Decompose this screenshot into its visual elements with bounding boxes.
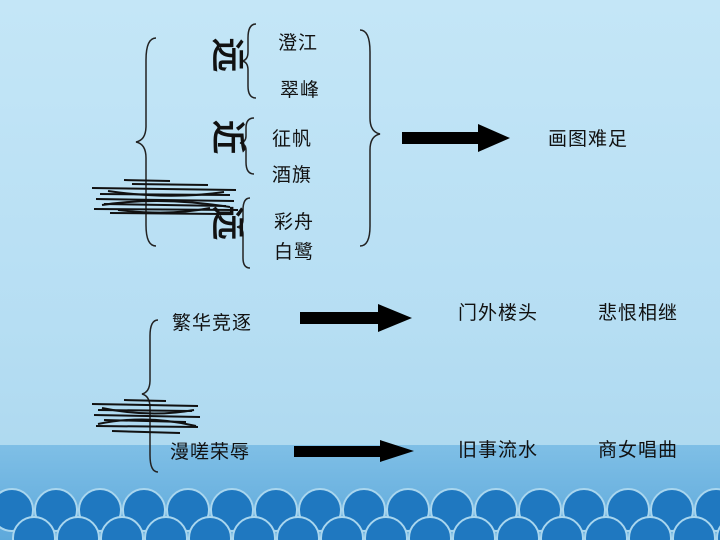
glyph-far-2: 远 bbox=[207, 206, 247, 240]
row-1-result-b: 悲恨相继 bbox=[598, 302, 679, 324]
row-2-result-b: 商女唱曲 bbox=[598, 439, 679, 461]
wave-scallop bbox=[100, 516, 144, 540]
wave-scallop bbox=[716, 525, 720, 540]
wave-scallop bbox=[628, 516, 672, 540]
pair-1-a: 澄江 bbox=[278, 32, 319, 54]
row-1-result-a: 门外楼头 bbox=[458, 302, 539, 324]
wave-scallop bbox=[232, 516, 276, 540]
brace-3 bbox=[236, 197, 251, 269]
pair-2-a: 征帆 bbox=[272, 128, 313, 150]
brace-2 bbox=[239, 117, 255, 175]
brace-1 bbox=[241, 23, 257, 99]
result-top: 画图难足 bbox=[548, 128, 629, 150]
wave-scallop bbox=[408, 516, 452, 540]
row-2-result-a: 旧事流水 bbox=[458, 439, 539, 461]
wave-scallop bbox=[56, 516, 100, 540]
arrow-bottom-1 bbox=[300, 304, 412, 332]
wave-scallop bbox=[188, 516, 232, 540]
glyph-far-1: 远 bbox=[207, 38, 247, 72]
outer-brace-left bbox=[135, 37, 157, 247]
wave-scallop bbox=[144, 516, 188, 540]
arrow-bottom-2 bbox=[294, 440, 414, 462]
wave-scallop bbox=[12, 516, 56, 540]
glyph-near: 近 bbox=[207, 120, 247, 154]
wave-scallop bbox=[364, 516, 408, 540]
scribble-1 bbox=[91, 179, 239, 215]
wave-scallop bbox=[320, 516, 364, 540]
pair-2-b: 酒旗 bbox=[272, 164, 313, 186]
wave-scallop bbox=[672, 516, 716, 540]
pair-3-b: 白鹭 bbox=[274, 241, 315, 263]
pair-3-a: 彩舟 bbox=[274, 211, 315, 233]
wave-scallop bbox=[584, 516, 628, 540]
scribble-2 bbox=[91, 399, 201, 434]
wave-scallop bbox=[540, 516, 584, 540]
row-1-label: 繁华竞逐 bbox=[172, 312, 253, 334]
wave-scallop bbox=[452, 516, 496, 540]
pair-1-b: 翠峰 bbox=[280, 79, 321, 101]
bottom-brace bbox=[141, 319, 159, 473]
wave-scallop bbox=[496, 516, 540, 540]
row-2-label: 漫嗟荣辱 bbox=[170, 441, 251, 463]
arrow-top bbox=[402, 124, 510, 152]
wave-scallop bbox=[276, 516, 320, 540]
outer-brace-right bbox=[359, 29, 381, 247]
wave-pattern bbox=[0, 488, 720, 540]
